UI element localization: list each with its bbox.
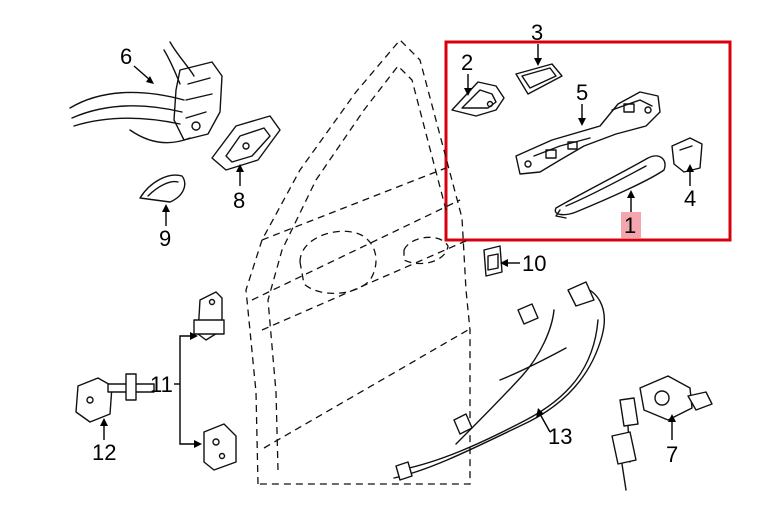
part-2-gasket [451, 81, 505, 117]
highlight-box [444, 40, 732, 242]
callout-12: 12 [92, 440, 116, 465]
callout-13: 13 [548, 424, 572, 449]
callout-9: 9 [159, 226, 171, 251]
callout-labels: 1 2 3 4 5 6 7 8 9 10 11 12 13 [92, 20, 696, 467]
part-13-cable-harness [393, 281, 605, 481]
part-12-door-check [75, 373, 155, 423]
callout-6: 6 [120, 44, 132, 69]
door-outline [245, 39, 471, 485]
part-6-lock-actuator [69, 41, 223, 144]
callout-2: 2 [461, 50, 473, 75]
part-1-outside-handle [554, 155, 666, 219]
callout-1-highlight [621, 212, 641, 238]
part-3-cover-pad [515, 63, 563, 95]
part-5-handle-frame [515, 91, 661, 175]
leader-lines [100, 44, 694, 448]
callout-1: 1 [624, 213, 636, 238]
part-9-handle-cap [139, 174, 186, 203]
part-11-hinge-set [193, 291, 237, 471]
callout-7: 7 [666, 442, 678, 467]
part-8-inside-handle [211, 115, 281, 171]
part-4-end-cap [671, 137, 703, 173]
callout-3: 3 [531, 20, 543, 45]
callout-4: 4 [684, 186, 696, 211]
part-7-lock-cylinder [611, 375, 713, 491]
callout-10: 10 [522, 251, 546, 276]
callout-5: 5 [576, 80, 588, 105]
callout-8: 8 [233, 188, 245, 213]
part-10-striker [483, 245, 503, 277]
callout-11: 11 [150, 372, 173, 397]
